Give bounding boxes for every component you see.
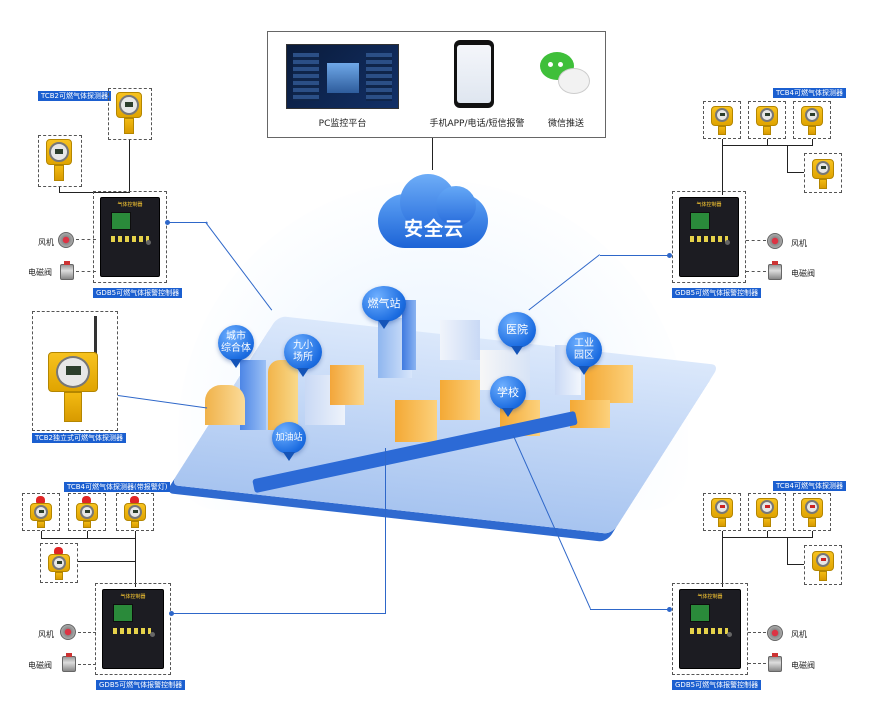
controller-title: 气体控制器 (697, 594, 723, 600)
alarm-controller-icon: 气体控制器 (100, 197, 160, 277)
sensor-box (68, 493, 106, 531)
sensor-box (22, 493, 60, 531)
security-cloud-icon (378, 168, 488, 248)
smartphone-icon (454, 40, 494, 108)
building (402, 300, 416, 370)
mobile-alert-caption: 手机APP/电话/短信报警 (429, 119, 525, 129)
notification-channels-panel: PC监控平台 手机APP/电话/短信报警 微信推送 (267, 31, 606, 138)
gas-detector-icon (754, 104, 780, 136)
sensor-box (793, 101, 831, 139)
gas-detector-icon (754, 496, 780, 528)
alarm-gas-detector-icon (122, 496, 148, 528)
building (330, 365, 364, 405)
pc-platform-caption: PC监控平台 (318, 119, 367, 129)
pin-gas-station[interactable]: 燃气站 (362, 286, 406, 332)
pin-urban-complex[interactable]: 城市 综合体 (218, 325, 254, 371)
alarm-gas-detector-icon (28, 496, 54, 528)
solenoid-valve-icon (768, 261, 782, 280)
sensor-box (108, 88, 152, 140)
alarm-controller-icon: 气体控制器 (102, 589, 164, 669)
pin-hospital[interactable]: 医院 (498, 312, 536, 358)
alarm-controller-icon: 气体控制器 (679, 589, 741, 669)
sensor-box (748, 493, 786, 531)
wechat-caption: 微信推送 (547, 119, 584, 129)
pin-label: 学校 (490, 376, 526, 410)
alarm-gas-detector-icon (46, 547, 72, 581)
controller-box (672, 583, 748, 675)
fan-label: 风机 (38, 630, 54, 639)
gas-detector-icon (799, 496, 825, 528)
valve-label: 电磁阀 (28, 661, 52, 670)
fan-icon (767, 233, 783, 249)
controller-title: 气体控制器 (120, 594, 146, 600)
building (440, 380, 480, 420)
pin-industrial-park[interactable]: 工业 园区 (566, 332, 602, 378)
wechat-icon (540, 52, 592, 100)
alarm-gas-detector-icon (74, 496, 100, 528)
tcb4-sensor-label: TCB4可燃气体探测器 (773, 88, 847, 98)
building (440, 320, 480, 360)
gas-detector-icon (709, 496, 735, 528)
solenoid-valve-icon (62, 653, 76, 672)
pc-dashboard-image (286, 44, 399, 109)
gas-detector-icon (810, 549, 836, 583)
sensor-box (38, 135, 82, 187)
pin-school[interactable]: 学校 (490, 376, 526, 420)
alarm-controller-icon: 气体控制器 (679, 197, 739, 277)
pin-label: 城市 综合体 (218, 325, 254, 361)
gas-detector-icon (112, 92, 146, 138)
valve-label: 电磁阀 (28, 268, 52, 277)
sensor-box (804, 545, 842, 585)
sensor-box (793, 493, 831, 531)
controller-box (672, 191, 746, 283)
gas-detector-icon (42, 139, 76, 185)
tcb2-sensor-label: TCB2可燃气体探测器 (38, 91, 112, 101)
valve-label: 电磁阀 (791, 269, 815, 278)
pin-label: 加油站 (272, 422, 306, 454)
gas-detector-icon (709, 104, 735, 136)
tcb4-alarm-sensor-label: TCB4可燃气体探测器(带报警灯) (64, 482, 171, 492)
building (205, 385, 245, 425)
gas-detector-icon (799, 104, 825, 136)
solenoid-valve-icon (60, 261, 74, 280)
fan-icon (60, 624, 76, 640)
solenoid-valve-icon (768, 653, 782, 672)
pin-label: 医院 (498, 312, 536, 348)
fan-icon (58, 232, 74, 248)
valve-label: 电磁阀 (791, 661, 815, 670)
gdb5-controller-label: GDB5可燃气体报警控制器 (672, 680, 762, 690)
panel-cloud-connector (432, 138, 433, 170)
wireless-gas-detector-icon (40, 316, 110, 426)
gdb5-controller-label: GDB5可燃气体报警控制器 (672, 288, 762, 298)
sensor-box (748, 101, 786, 139)
gdb5-controller-label: GDB5可燃气体报警控制器 (96, 680, 186, 690)
pin-label: 燃气站 (362, 286, 406, 322)
pin-small-venues[interactable]: 九小 场所 (284, 334, 322, 380)
controller-title: 气体控制器 (117, 202, 143, 208)
fan-label: 风机 (791, 239, 807, 248)
fan-label: 风机 (38, 238, 54, 247)
sensor-box (804, 153, 842, 193)
cloud-label: 安全云 (404, 218, 465, 240)
sensor-box (703, 493, 741, 531)
sensor-box (116, 493, 154, 531)
building (268, 360, 298, 430)
gas-detector-icon (810, 157, 836, 191)
building (395, 400, 437, 442)
controller-box (93, 191, 167, 283)
pin-fuel-station[interactable]: 加油站 (272, 422, 306, 464)
tcb4-sensor-label: TCB4可燃气体探测器 (773, 481, 847, 491)
controller-title: 气体控制器 (696, 202, 722, 208)
pin-label: 工业 园区 (566, 332, 602, 368)
sensor-box (40, 543, 78, 583)
controller-box (95, 583, 171, 675)
building (585, 365, 633, 403)
tcb2-standalone-label: TCB2独立式可燃气体探测器 (32, 433, 127, 443)
gdb5-controller-label: GDB5可燃气体报警控制器 (93, 288, 183, 298)
standalone-detector-box (32, 311, 118, 431)
fan-icon (767, 625, 783, 641)
pin-label: 九小 场所 (284, 334, 322, 370)
fan-label: 风机 (791, 630, 807, 639)
sensor-box (703, 101, 741, 139)
